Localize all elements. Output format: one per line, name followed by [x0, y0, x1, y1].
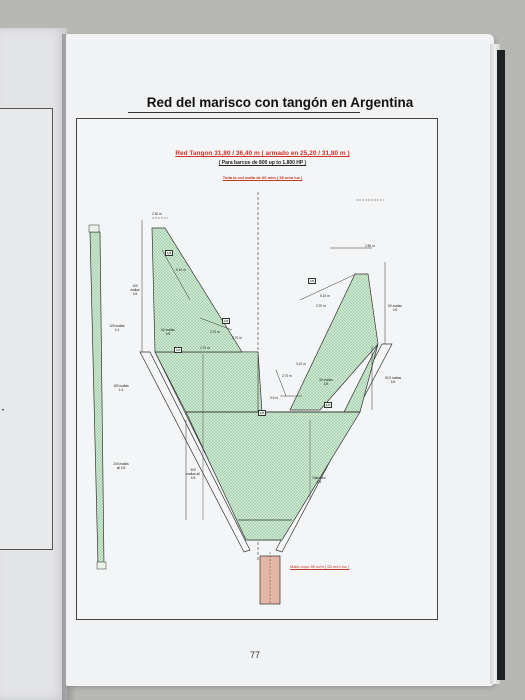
dim-label: 2.70 m: [200, 346, 210, 350]
page-edge: [490, 44, 500, 684]
codend-mesh-note: Malla copo 55 m/m ( 50 m/m luz ): [290, 564, 350, 569]
mesh-count-label: 80 mallas 1/6: [388, 304, 402, 312]
title-underline: [128, 112, 360, 113]
left-page-frame: [0, 108, 53, 550]
mesh-count-label: 300 mallas all 1/6: [186, 468, 200, 480]
net-subheading: ( Para barcos de 800 up to 1.800 HP ): [218, 160, 307, 166]
side-strip: [89, 231, 105, 567]
dim-label: 5.10 m: [176, 268, 186, 272]
dim-label: 5.10 m: [320, 294, 330, 298]
strip-label: 180 mallas 1:4: [113, 384, 129, 392]
dim-label: 0.5 m: [270, 396, 278, 400]
book-cover-edge: [497, 50, 505, 680]
left-page: •: [0, 28, 67, 700]
net-heading: Red Tangon 31,80 / 36,40 m ( armado en 2…: [175, 150, 350, 157]
panel-tag: 1/5: [308, 278, 317, 284]
dim-label: 2.70 m: [282, 374, 292, 378]
right-upper-wing: [289, 273, 379, 411]
dim-label: 3.10 m: [296, 362, 306, 366]
left-upper-wing: [151, 227, 243, 353]
panel-tag: 1/6: [174, 347, 183, 353]
page-number: 77: [250, 650, 261, 660]
dim-label: 2.70 m: [316, 304, 326, 308]
dim-label: 2.70 m: [210, 330, 220, 334]
left-page-dot: •: [2, 408, 5, 414]
mesh-count-label: 30 mallas 1/5: [319, 378, 333, 386]
mesh-count-label: Diámetro 1/6: [312, 476, 326, 484]
left-wing-outline: [139, 351, 251, 553]
page-title: Red del marisco con tangón en Argentina: [146, 95, 414, 110]
dim-label: 3.70 m: [232, 336, 242, 340]
mesh-count-label: 100 mallas 1/6: [130, 284, 140, 296]
mesh-count-label: 60 mallas 1/6: [161, 328, 175, 336]
panel-tag: 1/6: [324, 402, 333, 408]
panel-tag: 1/5: [258, 410, 267, 416]
strip-label: 240 mallas all 1/6: [113, 462, 129, 470]
strip-label: 125 mallas 1:4: [109, 324, 125, 332]
mesh-count-label: 92,5 mallas 1/6: [384, 376, 402, 384]
mesh-heading: Toda la red malla de 60 m/m ( 58 m/m luz…: [222, 175, 303, 180]
panel-tag: 1/6: [165, 250, 174, 256]
panel-tag: 1/6: [222, 318, 231, 324]
dim-label: 2.30 m: [152, 212, 162, 216]
dim-label: 2.50 m: [365, 244, 375, 248]
